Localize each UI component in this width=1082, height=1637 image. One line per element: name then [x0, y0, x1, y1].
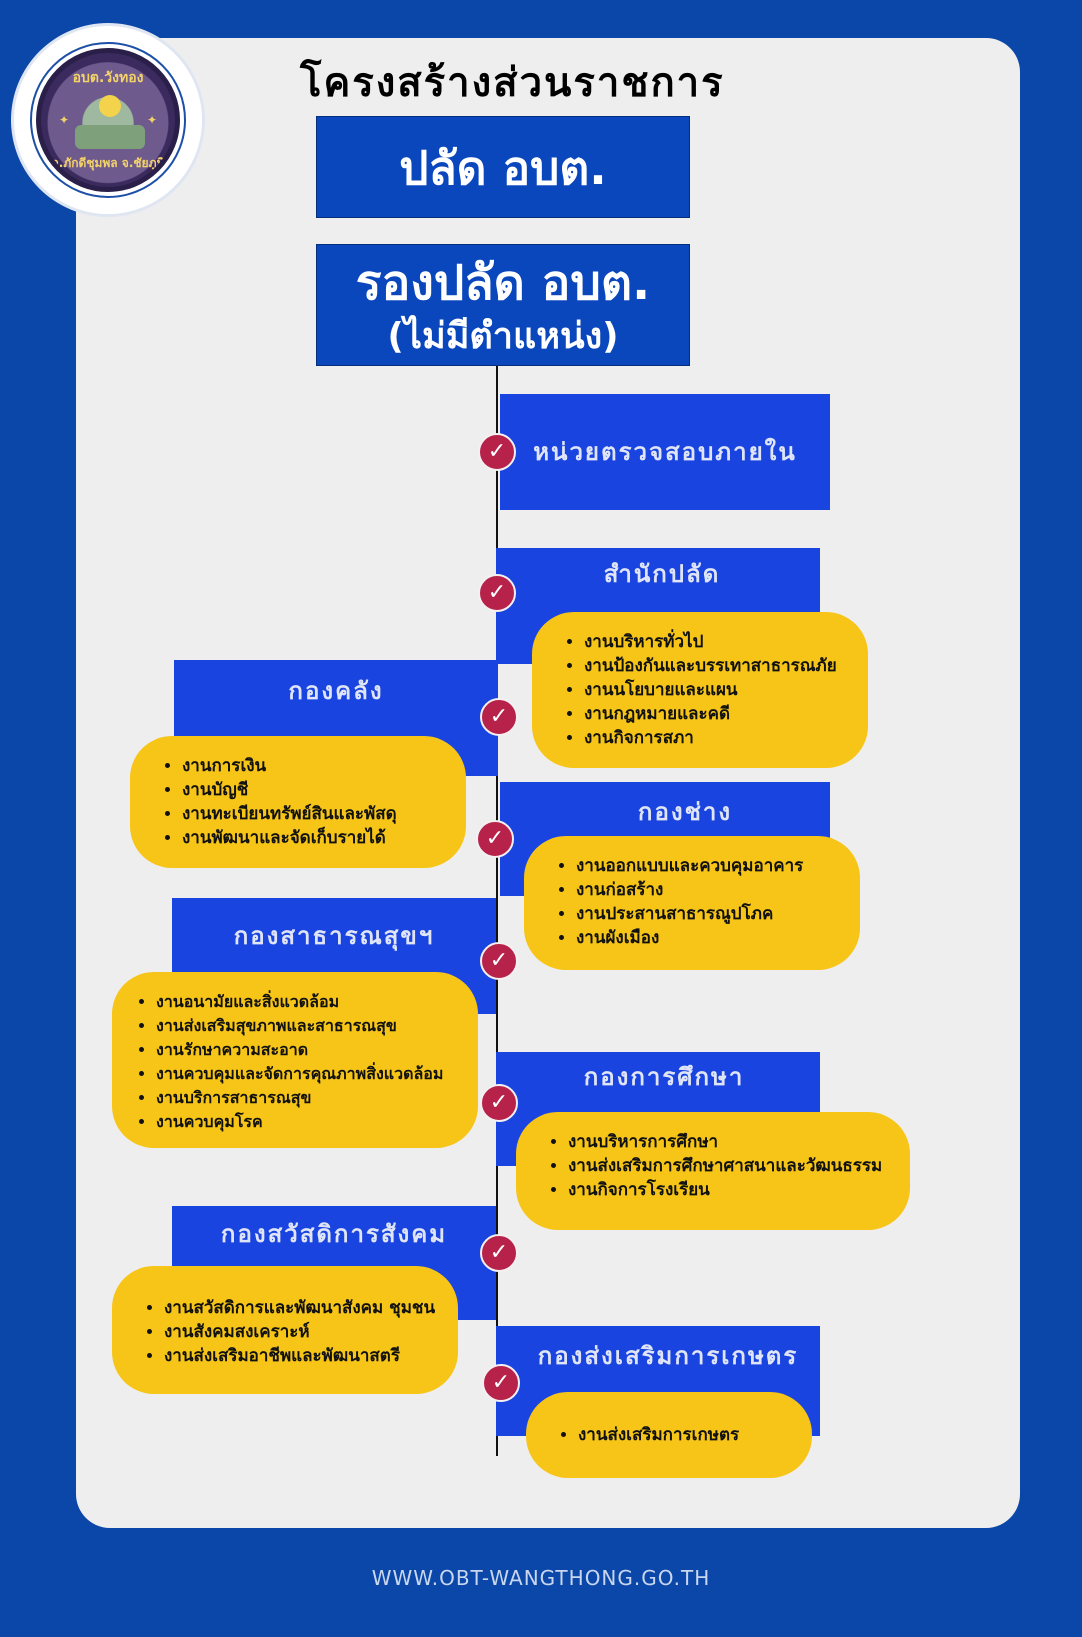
task-item: งานบริหารทั่วไป — [584, 630, 842, 654]
check-icon: ✓ — [480, 1084, 518, 1122]
task-item: งานพัฒนาและจัดเก็บรายได้ — [182, 826, 440, 850]
check-icon: ✓ — [478, 574, 516, 612]
dept-engineering-tasks: งานออกแบบและควบคุมอาคาร งานก่อสร้าง งานป… — [524, 836, 860, 970]
check-icon: ✓ — [480, 1234, 518, 1272]
seal-field-icon — [75, 125, 145, 149]
check-icon: ✓ — [476, 820, 514, 858]
rong-palad-box: รองปลัด อบต. (ไม่มีตำแหน่ง) — [316, 244, 690, 366]
task-item: งานผังเมือง — [576, 926, 834, 950]
task-item: งานการเงิน — [182, 754, 440, 778]
check-icon: ✓ — [480, 942, 518, 980]
organization-seal: อบต.วังทอง ✦ ✦ อ.ภักดีชุมพล จ.ชัยภูมิ — [36, 48, 180, 192]
dept-education-tasks: งานบริหารการศึกษา งานส่งเสริมการศึกษาศาส… — [516, 1112, 910, 1230]
task-item: งานควบคุมโรค — [156, 1110, 468, 1134]
dept-agriculture-tasks: งานส่งเสริมการเกษตร — [526, 1392, 812, 1478]
task-item: งานสังคมสงเคราะห์ — [164, 1320, 432, 1344]
seal-sun-icon — [99, 95, 121, 117]
check-icon: ✓ — [482, 1364, 520, 1402]
task-item: งานนโยบายและแผน — [584, 678, 842, 702]
task-item: งานก่อสร้าง — [576, 878, 834, 902]
task-item: งานบริหารการศึกษา — [568, 1130, 884, 1154]
check-icon: ✓ — [478, 433, 516, 471]
task-item: งานส่งเสริมสุขภาพและสาธารณสุข — [156, 1014, 468, 1038]
task-item: งานบัญชี — [182, 778, 440, 802]
org-chart-connector-line — [496, 366, 498, 1456]
task-item: งานกฎหมายและคดี — [584, 702, 842, 726]
task-item: งานควบคุมและจัดการคุณภาพสิ่งแวดล้อม — [156, 1062, 468, 1086]
task-item: งานออกแบบและควบคุมอาคาร — [576, 854, 834, 878]
task-item: งานรักษาความสะอาด — [156, 1038, 468, 1062]
rong-palad-title: รองปลัด อบต. — [355, 255, 651, 311]
task-item: งานส่งเสริมการศึกษาศาสนาและวัฒนธรรม — [568, 1154, 884, 1178]
task-item: งานส่งเสริมการเกษตร — [578, 1408, 786, 1462]
task-item: งานบริการสาธารณสุข — [156, 1086, 468, 1110]
rong-palad-note: (ไม่มีตำแหน่ง) — [387, 316, 619, 357]
task-item: งานส่งเสริมอาชีพและพัฒนาสตรี — [164, 1344, 432, 1368]
page-title: โครงสร้างส่วนราชการ — [300, 60, 725, 106]
dept-social-welfare-tasks: งานสวัสดิการและพัฒนาสังคม ชุมชน งานสังคม… — [112, 1266, 458, 1394]
seal-ring-text-bottom: อ.ภักดีชุมพล จ.ชัยภูมิ — [51, 156, 165, 170]
dept-finance-tasks: งานการเงิน งานบัญชี งานทะเบียนทรัพย์สินแ… — [130, 736, 466, 868]
dept-office-palad-tasks: งานบริหารทั่วไป งานป้องกันและบรรเทาสาธาร… — [532, 612, 868, 768]
task-item: งานอนามัยและสิ่งแวดล้อม — [156, 990, 468, 1014]
task-item: งานกิจการโรงเรียน — [568, 1178, 884, 1202]
footer-website-link[interactable]: WWW.OBT-WANGTHONG.GO.TH — [371, 1566, 711, 1590]
dept-public-health-tasks: งานอนามัยและสิ่งแวดล้อม งานส่งเสริมสุขภา… — [112, 972, 478, 1148]
palad-box: ปลัด อบต. — [316, 116, 690, 218]
task-item: งานทะเบียนทรัพย์สินและพัสดุ — [182, 802, 440, 826]
task-item: งานประสานสาธารณูปโภค — [576, 902, 834, 926]
task-item: งานป้องกันและบรรเทาสาธารณภัย — [584, 654, 842, 678]
seal-star-icon: ✦ — [146, 113, 157, 127]
dept-internal-audit: หน่วยตรวจสอบภายใน — [500, 394, 830, 510]
check-icon: ✓ — [480, 698, 518, 736]
seal-ring-text-top: อบต.วังทอง — [72, 70, 144, 86]
task-item: งานกิจการสภา — [584, 726, 842, 750]
seal-star-icon: ✦ — [59, 113, 70, 127]
task-item: งานสวัสดิการและพัฒนาสังคม ชุมชน — [164, 1296, 435, 1320]
